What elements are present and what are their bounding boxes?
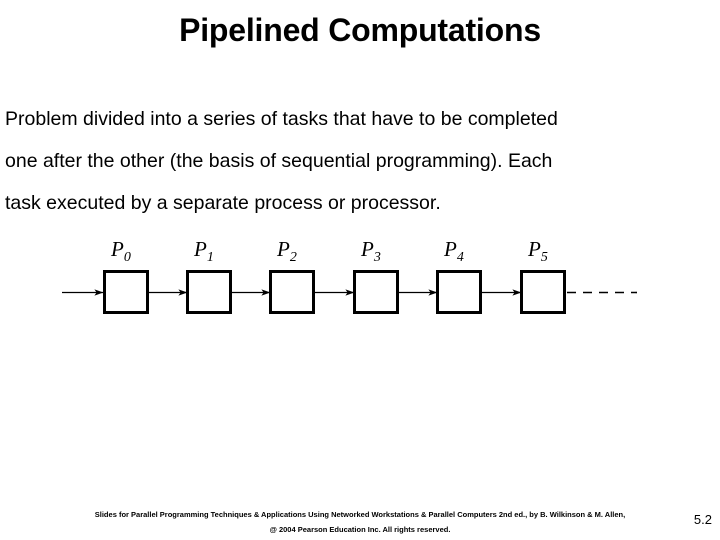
stage-label-3: P3	[360, 237, 381, 265]
page-title: Pipelined Computations	[179, 12, 541, 48]
stage-box-1	[186, 270, 232, 314]
stage-label-sub-5: 5	[541, 250, 548, 265]
stage-label-base-4: P	[443, 237, 457, 261]
stage-label-2: P2	[276, 237, 297, 265]
stage-box-5	[520, 270, 566, 314]
stage-label-0: P0	[110, 237, 131, 265]
page-number: 5.2	[693, 512, 712, 527]
stage-label-sub-0: 0	[124, 250, 131, 265]
stage-label-sub-2: 2	[290, 250, 297, 265]
stage-label-sub-4: 4	[457, 250, 464, 265]
stage-label-5: P5	[527, 237, 548, 265]
footer: Slides for Parallel Programming Techniqu…	[0, 507, 720, 537]
stage-label-base-3: P	[360, 237, 374, 261]
stage-box-2	[269, 270, 315, 314]
stage-label-1: P1	[193, 237, 214, 265]
body-line-2: one after the other (the basis of sequen…	[5, 150, 553, 172]
stage-label-sub-3: 3	[373, 250, 381, 265]
footer-line-1: Slides for Parallel Programming Techniqu…	[94, 510, 626, 519]
stage-label-sub-1: 1	[207, 250, 214, 265]
pipeline-diagram: P0 P1 P2 P3 P4 P5	[0, 228, 720, 328]
stage-label-4: P4	[443, 237, 464, 265]
stage-label-base-0: P	[110, 237, 124, 261]
stage-label-base-1: P	[193, 237, 207, 261]
footer-line-2: @ 2004 Pearson Education Inc. All rights…	[269, 525, 451, 534]
body-paragraph: Problem divided into a series of tasks t…	[5, 98, 712, 224]
stage-box-0	[103, 270, 149, 314]
stage-label-base-2: P	[276, 237, 290, 261]
stage-box-3	[353, 270, 399, 314]
body-line-3: task executed by a separate process or p…	[5, 192, 441, 214]
stage-box-4	[436, 270, 482, 314]
body-line-1: Problem divided into a series of tasks t…	[5, 108, 558, 130]
stage-label-base-5: P	[527, 237, 541, 261]
